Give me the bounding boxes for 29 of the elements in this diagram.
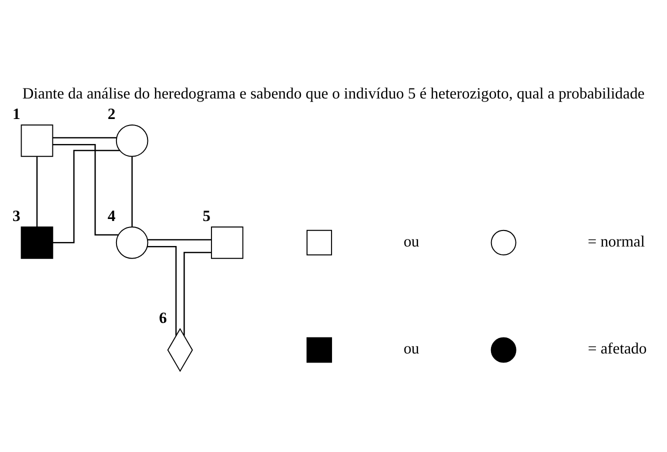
node-box <box>306 229 332 255</box>
node-box <box>210 226 244 258</box>
connector <box>184 251 212 336</box>
connector <box>52 149 120 243</box>
label: ou <box>404 232 420 250</box>
node-box <box>306 336 332 362</box>
label: = afetado <box>588 340 647 358</box>
node-label: 5 <box>202 207 210 224</box>
node-diamond <box>167 327 193 372</box>
connector <box>147 245 177 336</box>
node-label: 3 <box>12 207 20 224</box>
node-circle <box>490 229 516 255</box>
connector <box>52 144 118 235</box>
diagram-title: Diante da análise do heredograma e sabendo que o indivíduo 5 é heterozigoto, qual a probabilidade <box>22 84 645 102</box>
connector <box>52 136 117 138</box>
label: = normal <box>588 232 645 250</box>
node-box <box>20 226 54 258</box>
node-label: 2 <box>108 105 116 122</box>
connector <box>36 156 38 226</box>
connector <box>131 156 133 226</box>
node-label: 4 <box>108 207 116 224</box>
connector <box>148 238 212 240</box>
node-label: 1 <box>12 105 20 122</box>
node-circle <box>490 336 516 362</box>
label: ou <box>404 340 420 358</box>
node-label: 6 <box>159 309 167 326</box>
node-circle <box>116 124 148 156</box>
node-box <box>20 124 54 156</box>
node-circle <box>116 226 148 258</box>
